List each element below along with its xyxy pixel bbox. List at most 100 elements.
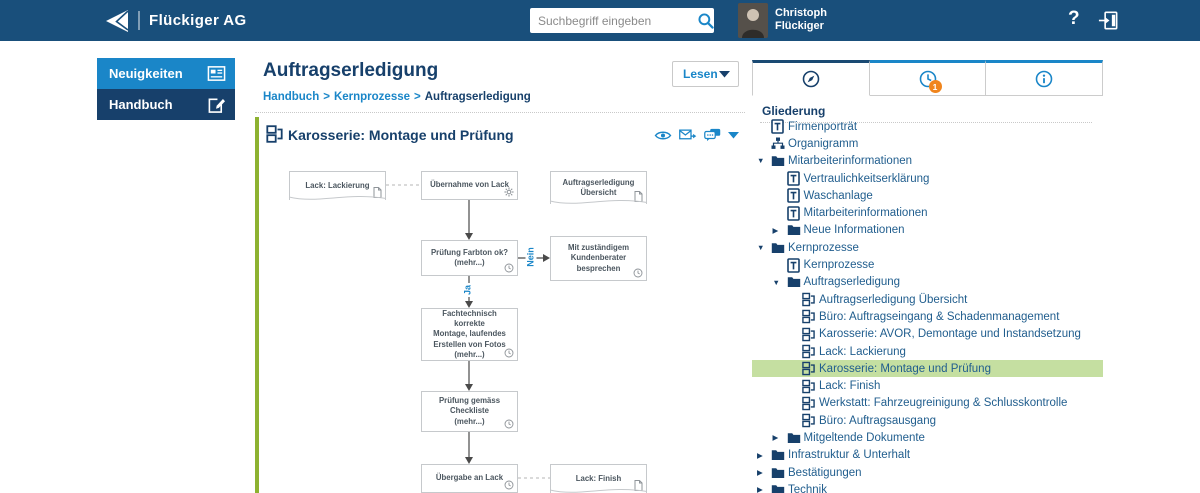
tree-item-karosserie-avor-demontage-und-instandsetzung[interactable]: Karosserie: AVOR, Demontage und Instands… xyxy=(752,326,1103,343)
expand-arrow-icon[interactable]: ▶ xyxy=(757,467,763,477)
tree-item-organigramm[interactable]: Organigramm xyxy=(752,135,1103,152)
send-mail-icon[interactable] xyxy=(679,128,697,142)
outline-heading: Gliederung xyxy=(762,104,826,118)
breadcrumb-current: Auftragserledigung xyxy=(424,91,531,103)
app-logo-icon[interactable] xyxy=(104,8,130,34)
eye-icon[interactable] xyxy=(654,129,672,142)
text-document-icon xyxy=(786,188,804,204)
breadcrumb-link-handbuch[interactable]: Handbuch xyxy=(263,91,320,103)
flowchart-icon xyxy=(802,327,819,342)
tree-item-werkstatt-fahrzeugreinigung-schlusskontrolle[interactable]: Werkstatt: Fahrzeugreinigung & Schlussko… xyxy=(752,395,1103,412)
mode-dropdown-button[interactable]: Lesen xyxy=(672,61,739,87)
expand-arrow-icon[interactable]: ▶ xyxy=(757,450,763,460)
expand-arrow-icon[interactable]: ▶ xyxy=(772,433,779,443)
flowchart-icon xyxy=(802,379,819,394)
folder-icon xyxy=(771,467,788,479)
process-panel-title: Karosserie: Montage und Prüfung xyxy=(288,127,514,143)
tree-item-mitgeltende-dokumente[interactable]: ▶Mitgeltende Dokumente xyxy=(752,429,1103,446)
document-icon xyxy=(634,480,643,491)
folder-icon xyxy=(787,432,804,444)
collapse-arrow-icon[interactable]: ▼ xyxy=(757,156,765,166)
flow-node-lack-finish[interactable]: Lack: Finish xyxy=(549,464,648,493)
org-chart-icon xyxy=(771,137,788,150)
flow-node-pruefung-farbton[interactable]: Prüfung Farbton ok? (mehr...) xyxy=(421,240,518,276)
sidebar-item-neuigkeiten[interactable]: Neuigkeiten xyxy=(97,58,235,89)
tree-item-firmenporträt[interactable]: Firmenporträt xyxy=(752,118,1103,135)
tab-history[interactable]: 1 xyxy=(869,60,987,96)
tab-info[interactable] xyxy=(986,60,1104,96)
flowchart-icon xyxy=(802,413,819,428)
folder-icon xyxy=(771,449,788,461)
flow-node-label: Mit zuständigem Kundenberater besprechen xyxy=(567,243,630,273)
tree-item-auftragserledigung[interactable]: ▼Auftragserledigung xyxy=(752,274,1103,291)
tree-item-label: Lack: Finish xyxy=(819,380,881,393)
clock-icon xyxy=(633,268,643,278)
clock-icon xyxy=(504,419,514,429)
tree-item-infrastruktur-unterhalt[interactable]: ▶Infrastruktur & Unterhalt xyxy=(752,447,1103,464)
tree-item-neue-informationen[interactable]: ▶Neue Informationen xyxy=(752,222,1103,239)
info-icon xyxy=(1034,69,1054,89)
tree-item-label: Karosserie: AVOR, Demontage und Instands… xyxy=(819,328,1081,341)
flow-node-kundenberater-besprechen[interactable]: Mit zuständigem Kundenberater besprechen xyxy=(550,236,647,281)
tree-item-auftragserledigung-übersicht[interactable]: Auftragserledigung Übersicht xyxy=(752,291,1103,308)
flow-node-lack-lackierung[interactable]: Lack: Lackierung xyxy=(288,171,387,200)
tree-item-lack-lackierung[interactable]: Lack: Lackierung xyxy=(752,343,1103,360)
tree-item-karosserie-montage-und-prüfung[interactable]: Karosserie: Montage und Prüfung xyxy=(752,360,1103,378)
tree-item-waschanlage[interactable]: Waschanlage xyxy=(752,187,1103,204)
expand-arrow-icon[interactable]: ▶ xyxy=(772,225,779,235)
user-name[interactable]: Christoph Flückiger xyxy=(775,7,827,32)
search-input[interactable] xyxy=(530,13,697,28)
collapse-arrow-icon[interactable]: ▼ xyxy=(772,277,780,287)
tree-item-technik[interactable]: ▶Technik xyxy=(752,481,1103,493)
tree-item-mitarbeiterinformationen[interactable]: Mitarbeiterinformationen xyxy=(752,204,1103,221)
panel-actions xyxy=(654,126,742,144)
flow-node-auftragserledigung-uebersicht[interactable]: Auftragserledigung Übersicht xyxy=(549,171,648,204)
sidebar-item-handbuch[interactable]: Handbuch xyxy=(97,89,235,120)
breadcrumb-link-kernprozesse[interactable]: Kernprozesse xyxy=(333,91,411,103)
tree-item-label: Mitarbeiterinformationen xyxy=(788,155,913,168)
tree-item-mitarbeiterinformationen[interactable]: ▼ Mitarbeiterinformationen xyxy=(752,153,1103,170)
tree-item-vertraulichkeitserklärung[interactable]: Vertraulichkeitserklärung xyxy=(752,170,1103,187)
content-accent-bar xyxy=(255,117,259,493)
flow-node-montage-fotos[interactable]: Fachtechnisch korrekte Montage, laufende… xyxy=(421,308,518,361)
clock-icon xyxy=(504,480,514,490)
comments-icon[interactable] xyxy=(704,128,721,142)
tree-item-label: Vertraulichkeitserklärung xyxy=(803,172,930,185)
flow-node-pruefung-checkliste[interactable]: Prüfung gemäss Checkliste (mehr...) xyxy=(421,391,518,432)
clock-history-icon xyxy=(918,69,938,89)
folder-icon xyxy=(771,484,788,493)
document-wave-edge xyxy=(549,489,648,493)
breadcrumb: Handbuch>Kernprozesse>Auftragserledigung xyxy=(263,91,531,103)
flow-node-uebernahme-von-lack[interactable]: Übernahme von Lack xyxy=(421,171,518,200)
flowchart-icon xyxy=(802,309,819,324)
tree-item-label: Bestätigungen xyxy=(788,466,862,479)
collapse-arrow-icon[interactable]: ▼ xyxy=(757,242,765,252)
tree-item-kernprozesse[interactable]: Kernprozesse xyxy=(752,256,1103,273)
tree-item-label: Organigramm xyxy=(788,137,859,150)
help-icon[interactable]: ? xyxy=(1068,8,1080,29)
expand-arrow-icon[interactable]: ▶ xyxy=(757,485,763,493)
tree-item-lack-finish[interactable]: Lack: Finish xyxy=(752,377,1103,394)
brand-divider xyxy=(138,11,140,30)
flow-node-uebergabe-an-lack[interactable]: Übergabe an Lack xyxy=(421,464,518,493)
tree-item-bestätigungen[interactable]: ▶ Bestätigungen xyxy=(752,464,1103,481)
tree-item-label: Firmenporträt xyxy=(788,120,858,133)
tab-outline[interactable] xyxy=(752,60,870,96)
search-icon[interactable] xyxy=(697,8,715,33)
document-wave-edge xyxy=(288,196,387,200)
flow-node-label: Lack: Lackierung xyxy=(305,180,370,190)
breadcrumb-separator: > xyxy=(414,91,421,103)
tree-item-büro-auftragseingang-schadenmanagement[interactable]: Büro: Auftragseingang & Schadenmanagemen… xyxy=(752,308,1103,325)
chevron-down-icon xyxy=(719,70,730,78)
logout-icon[interactable] xyxy=(1097,9,1120,32)
mode-dropdown-label: Lesen xyxy=(683,67,718,81)
clock-icon xyxy=(504,263,514,273)
tree-item-büro-auftragsausgang[interactable]: Büro: Auftragsausgang xyxy=(752,412,1103,429)
user-avatar[interactable] xyxy=(738,3,768,38)
tree-item-kernprozesse[interactable]: ▼Kernprozesse xyxy=(752,239,1103,256)
tree-item-label: Karosserie: Montage und Prüfung xyxy=(819,362,991,375)
flow-node-label: Lack: Finish xyxy=(575,473,622,483)
flowchart-icon xyxy=(802,396,819,411)
chevron-down-icon[interactable] xyxy=(728,131,739,139)
